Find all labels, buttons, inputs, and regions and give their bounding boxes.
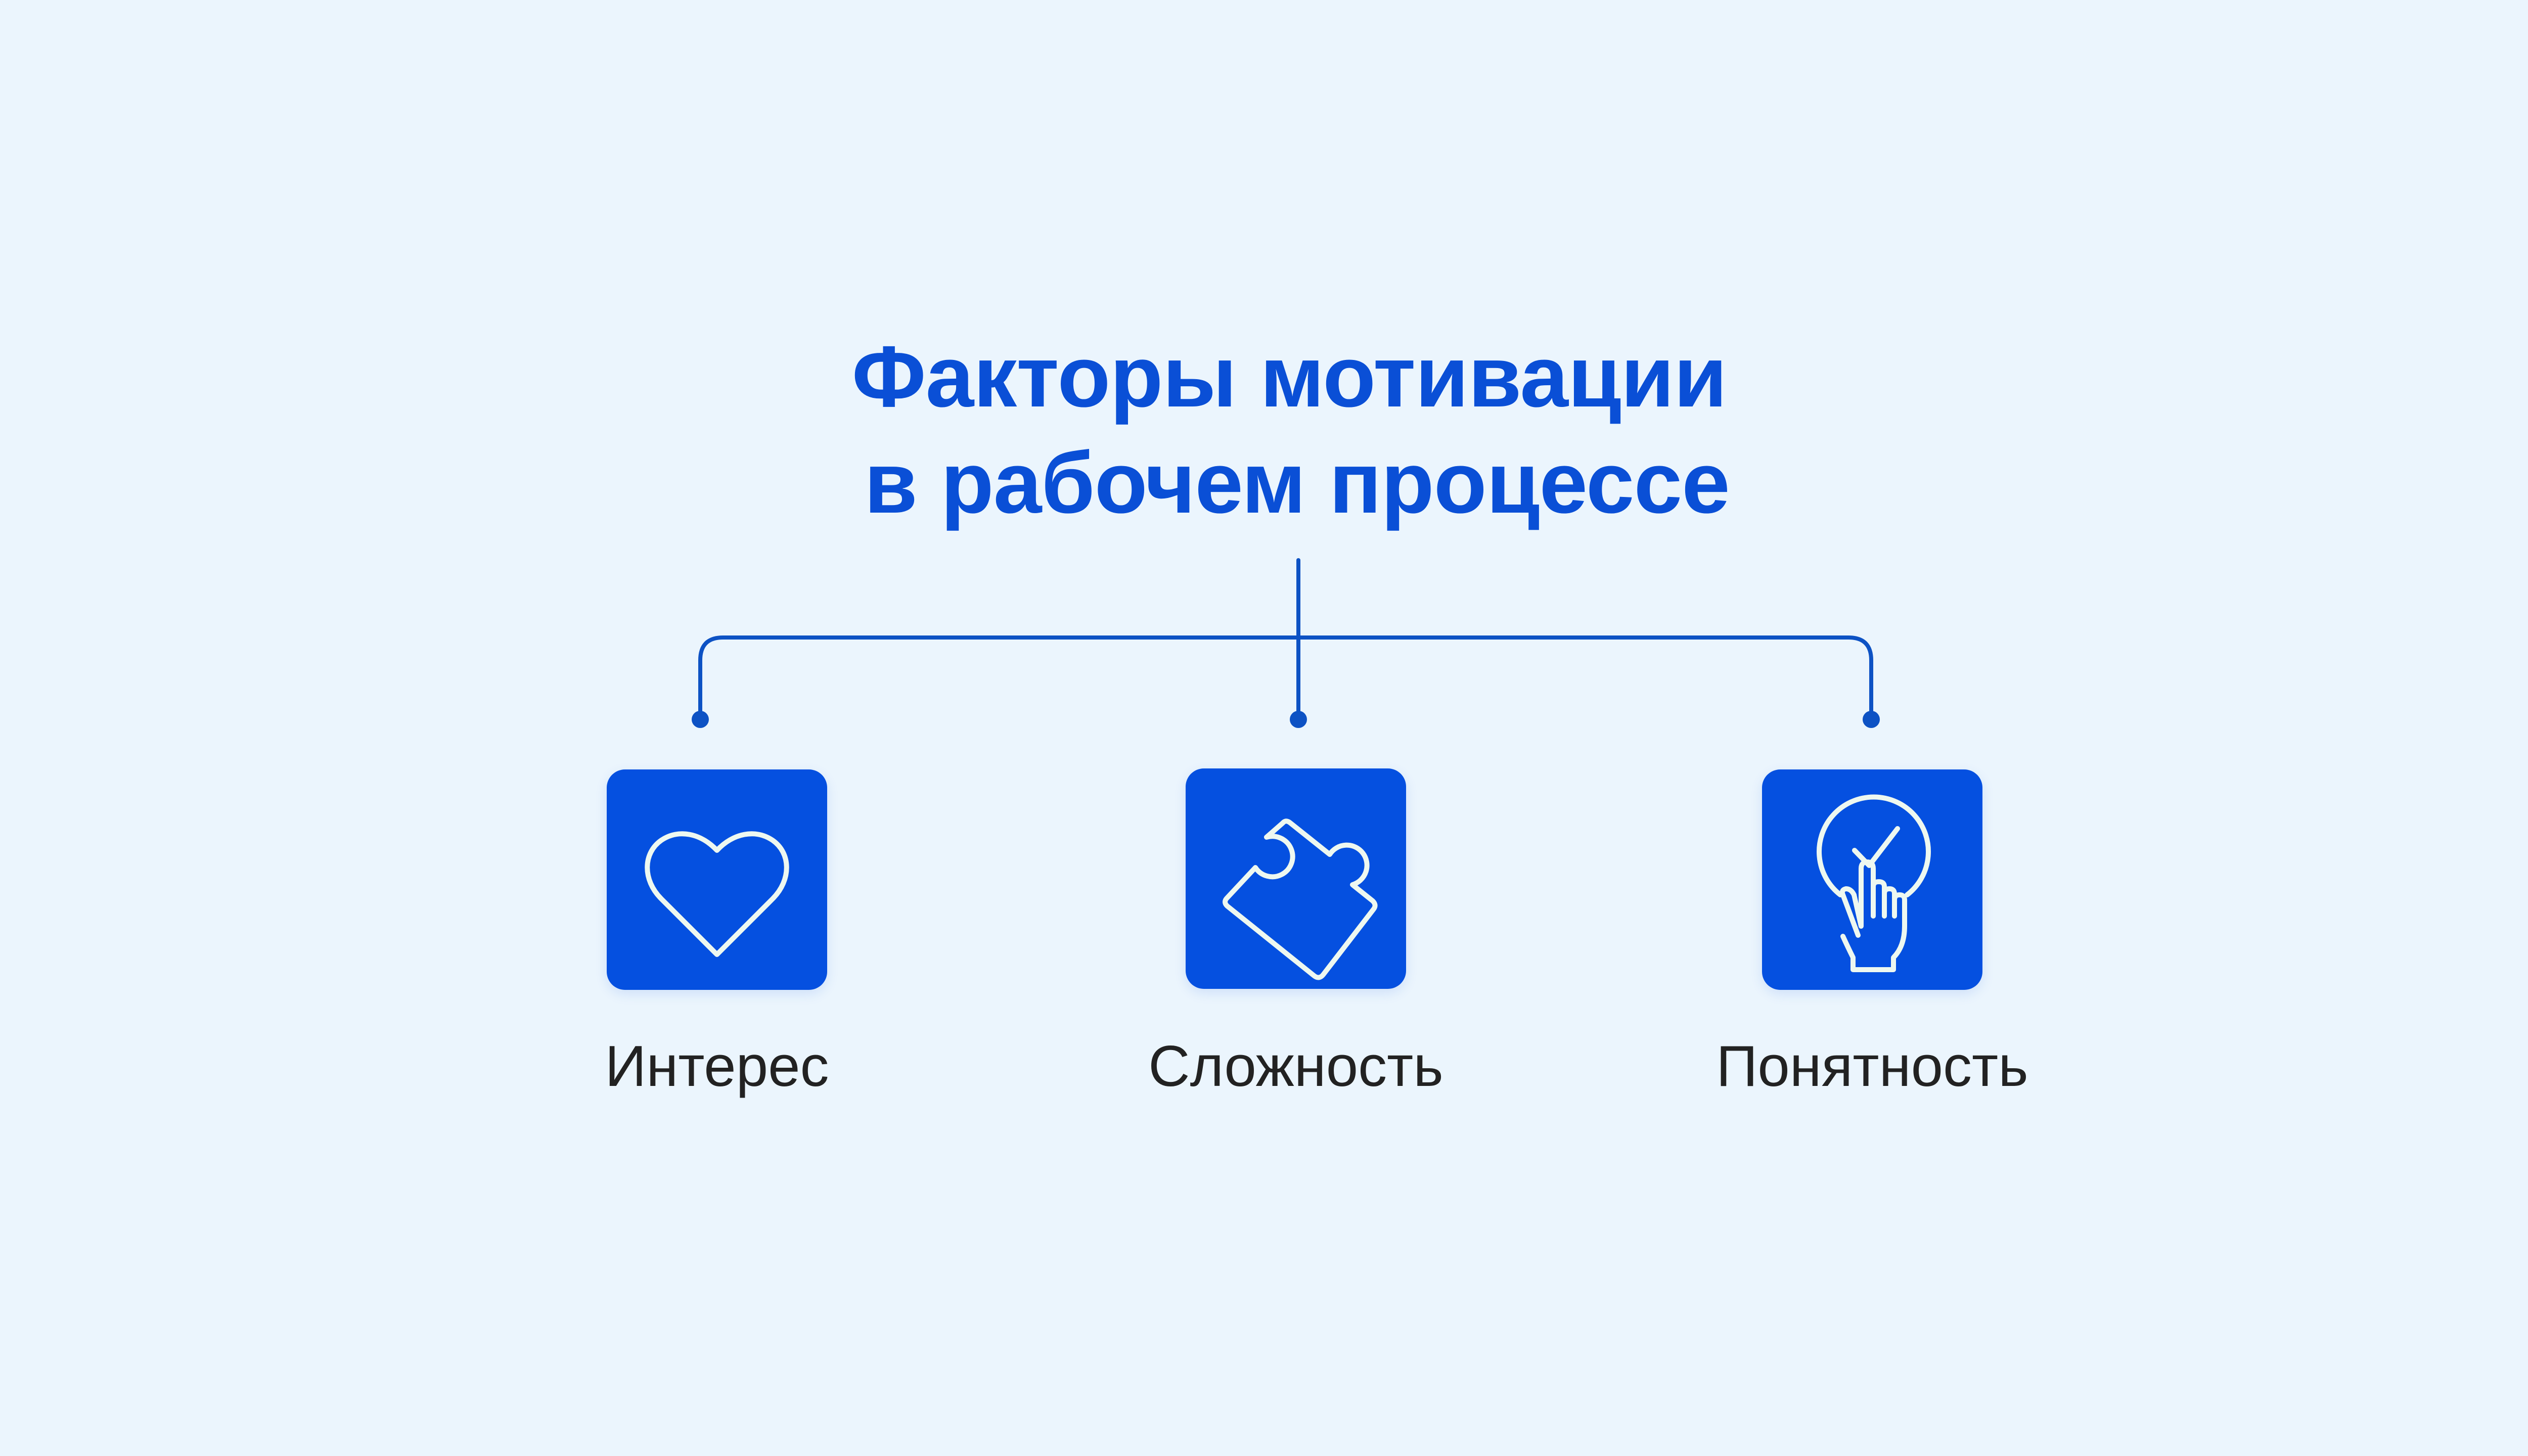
factor-label-interest: Интерес bbox=[605, 1034, 829, 1099]
factor-card-complexity bbox=[1186, 768, 1406, 989]
factor-label-complexity: Сложность bbox=[1148, 1034, 1443, 1099]
factor-card-interest bbox=[607, 769, 827, 990]
connector-dot-left bbox=[692, 711, 709, 728]
puzzle-piece-icon bbox=[1223, 818, 1378, 980]
connector-dot-right bbox=[1863, 711, 1880, 728]
lightbulb-hand-check-icon bbox=[1817, 794, 1931, 972]
factor-label-clarity: Понятность bbox=[1716, 1034, 2028, 1099]
connector-branch bbox=[698, 635, 1873, 719]
heart-icon bbox=[645, 831, 789, 957]
title-line-2: в рабочем процессе bbox=[864, 434, 1730, 531]
diagram-title: Факторы мотивации в рабочем процессе bbox=[0, 324, 2528, 536]
title-line-1: Факторы мотивации bbox=[851, 328, 1727, 425]
connector-dot-center bbox=[1290, 711, 1307, 728]
factor-card-clarity bbox=[1762, 769, 1982, 990]
